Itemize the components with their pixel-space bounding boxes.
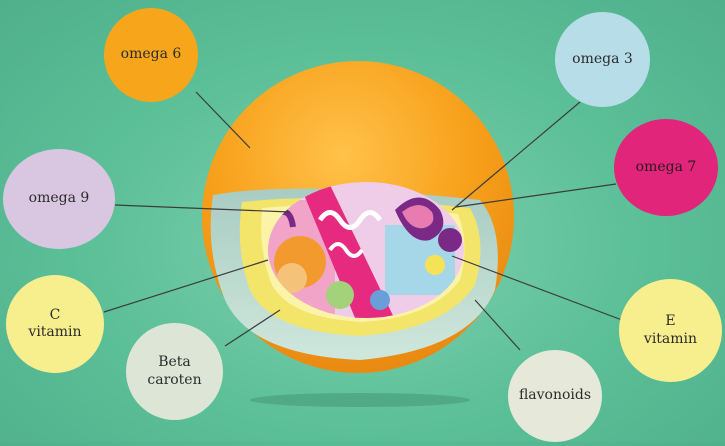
berry-shadow xyxy=(250,393,470,407)
omega3-label: omega 3 xyxy=(572,51,633,69)
omega9-label: omega 9 xyxy=(29,190,90,208)
e-vitamin-label: E vitamin xyxy=(644,313,697,348)
omega6-label: omega 6 xyxy=(121,46,182,64)
omega3-bubble: omega 3 xyxy=(555,12,650,107)
c-vitamin-bubble: C vitamin xyxy=(6,275,104,373)
omega6-bubble: omega 6 xyxy=(104,8,198,102)
c-vitamin-label: C vitamin xyxy=(28,307,81,342)
leader-flavonoids xyxy=(475,300,520,350)
beta-caroten-label: Beta caroten xyxy=(147,354,201,389)
omega7-bubble: omega 7 xyxy=(614,119,718,216)
flavonoids-label: flavonoids xyxy=(519,387,591,405)
omega7-label: omega 7 xyxy=(636,159,697,177)
beta-caroten-bubble: Beta caroten xyxy=(126,323,223,420)
e-vitamin-bubble: E vitamin xyxy=(619,279,722,382)
flavonoids-bubble: flavonoids xyxy=(508,350,602,442)
omega9-bubble: omega 9 xyxy=(3,149,115,249)
